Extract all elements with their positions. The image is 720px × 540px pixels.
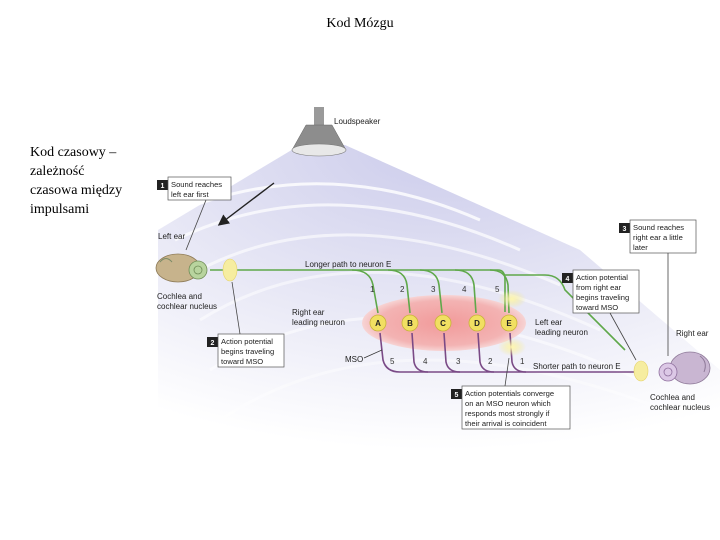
neuron-e: E (500, 314, 518, 332)
right-action-potential (633, 360, 649, 382)
svg-text:A: A (375, 319, 381, 328)
step-1-callout: 1 Sound reaches left ear first (157, 176, 232, 251)
svg-text:4: 4 (423, 357, 428, 366)
svg-text:Action potentials converge: Action potentials converge (465, 389, 554, 398)
shorter-path-lines (379, 332, 640, 373)
neuron-b: B (401, 314, 419, 332)
svg-text:2: 2 (488, 357, 493, 366)
svg-text:toward MSO: toward MSO (576, 303, 618, 312)
neuron-a: A (369, 314, 387, 332)
svg-text:begins traveling: begins traveling (221, 347, 274, 356)
caption-line: impulsami (30, 202, 90, 217)
svg-text:on an MSO neuron which: on an MSO neuron which (465, 399, 551, 408)
left-action-potential (222, 258, 238, 282)
svg-text:B: B (407, 319, 413, 328)
svg-text:toward MSO: toward MSO (221, 357, 263, 366)
mso-leader (363, 349, 383, 359)
svg-text:Sound reaches: Sound reaches (633, 223, 684, 232)
signal-glow (498, 290, 526, 308)
step-2-callout: 2 Action potential begins traveling towa… (207, 281, 285, 368)
cochlea-right-label: Cochlea and (650, 393, 695, 402)
svg-text:2: 2 (400, 285, 405, 294)
right-ear-leading-label: leading neuron (292, 318, 345, 327)
caption-line: Kod czasowy – (30, 145, 117, 160)
svg-text:4: 4 (462, 285, 467, 294)
svg-text:D: D (474, 319, 480, 328)
mso-label: MSO (345, 355, 363, 364)
left-ear-icon (155, 253, 208, 283)
right-ear-label: Right ear (676, 329, 709, 338)
right-ear-icon (658, 351, 711, 385)
svg-text:C: C (440, 319, 446, 328)
svg-text:begins traveling: begins traveling (576, 293, 629, 302)
svg-text:4: 4 (566, 276, 570, 283)
left-ear-leading-label: leading neuron (535, 328, 588, 337)
caption-line: zależność (30, 164, 85, 179)
top-path-numbers: 1 2 3 4 5 (370, 285, 500, 294)
svg-text:E: E (506, 319, 512, 328)
svg-text:right ear a little: right ear a little (633, 233, 683, 242)
cochlea-left-label: Cochlea and (157, 292, 202, 301)
neuron-c: C (434, 314, 452, 332)
svg-text:Action potential: Action potential (221, 337, 273, 346)
svg-text:5: 5 (390, 357, 395, 366)
shorter-path-label: Shorter path to neuron E (533, 362, 621, 371)
sound-arrow (217, 182, 275, 226)
signal-glow (498, 338, 526, 356)
cochlea-left-label: cochlear nucleus (157, 302, 217, 311)
cochlea-right-label: cochlear nucleus (650, 403, 710, 412)
slide-title: Kod Mózgu (326, 16, 394, 31)
svg-text:from right ear: from right ear (576, 283, 622, 292)
svg-text:their arrival is coincident: their arrival is coincident (465, 419, 547, 428)
svg-text:2: 2 (211, 340, 215, 347)
svg-text:3: 3 (623, 226, 627, 233)
step-4-callout: 4 Action potential from right ear begins… (562, 269, 640, 361)
longer-path-lines (210, 269, 626, 351)
left-ear-leading-label: Left ear (535, 318, 562, 327)
svg-text:5: 5 (495, 285, 500, 294)
right-ear-leading-label: Right ear (292, 308, 325, 317)
step-5-callout: 5 Action potentials converge on an MSO n… (451, 357, 571, 430)
loudspeaker-icon (291, 107, 347, 157)
svg-text:Action potential: Action potential (576, 273, 628, 282)
longer-path-label: Longer path to neuron E (305, 260, 391, 269)
svg-text:1: 1 (370, 285, 375, 294)
svg-text:left ear first: left ear first (171, 190, 209, 199)
neuron-d: D (468, 314, 486, 332)
svg-text:5: 5 (455, 392, 459, 399)
svg-text:1: 1 (161, 183, 165, 190)
caption-line: czasowa między (30, 183, 123, 198)
svg-text:1: 1 (520, 357, 525, 366)
mso-neurons: A B C D E (369, 314, 518, 332)
left-ear-label: Left ear (158, 232, 185, 241)
svg-text:3: 3 (456, 357, 461, 366)
svg-text:3: 3 (431, 285, 436, 294)
svg-text:later: later (633, 243, 648, 252)
svg-text:responds most strongly if: responds most strongly if (465, 409, 550, 418)
side-caption: Kod czasowy – zależność czasowa między i… (30, 143, 150, 219)
bottom-path-numbers: 5 4 3 2 1 (390, 357, 525, 366)
loudspeaker-label: Loudspeaker (334, 117, 381, 126)
step-3-callout: 3 Sound reaches right ear a little later (619, 219, 697, 356)
svg-text:Sound reaches: Sound reaches (171, 180, 222, 189)
